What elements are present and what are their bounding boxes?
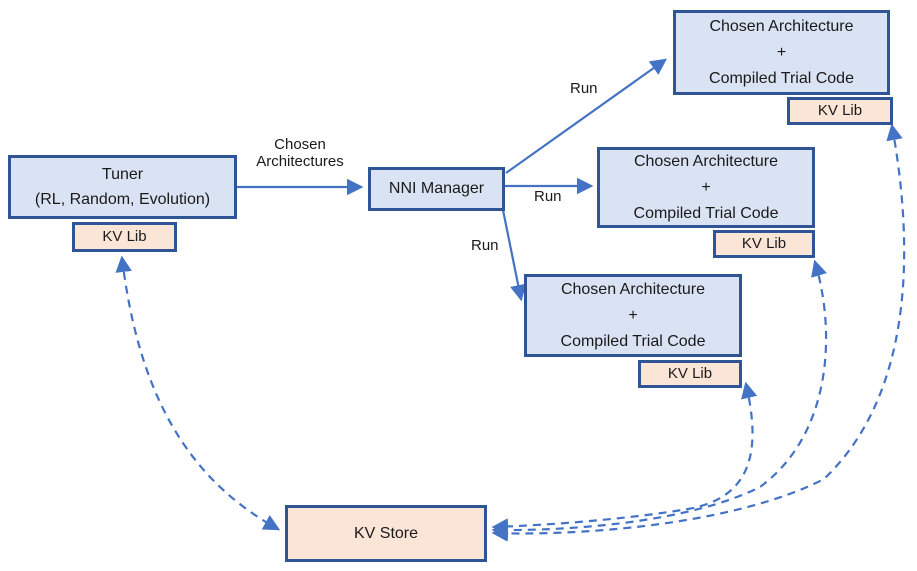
trial-line2: + — [776, 43, 787, 61]
tuner-title: Tuner — [101, 166, 144, 183]
nni-manager-box: NNI Manager — [368, 167, 505, 211]
trial-line2: + — [628, 306, 638, 324]
edge-label-run-3: Run — [471, 237, 499, 254]
tuner-box: Tuner (RL, Random, Evolution) — [8, 155, 237, 219]
kv-lib-label: KV Lib — [741, 235, 787, 252]
edge-label-chosen-architectures: Chosen Architectures — [256, 136, 344, 170]
trial-box-3: Chosen Architecture + Compiled Trial Cod… — [524, 274, 742, 357]
kv-lib-box-trial-2: KV Lib — [713, 230, 815, 258]
kv-store-box: KV Store — [285, 505, 487, 562]
edge-label-run-2: Run — [534, 188, 562, 205]
kv-lib-label: KV Lib — [817, 102, 863, 119]
trial-line3: Compiled Trial Code — [560, 332, 706, 350]
nni-manager-label: NNI Manager — [388, 180, 485, 197]
kv-lib-box-tuner: KV Lib — [72, 222, 177, 252]
trial-box-2: Chosen Architecture + Compiled Trial Cod… — [597, 147, 815, 228]
trial-line3: Compiled Trial Code — [633, 204, 779, 222]
trial-box-1: Chosen Architecture + Compiled Trial Cod… — [673, 10, 890, 95]
edge-trial3-kvlib-to-kv-store — [491, 381, 758, 535]
kv-lib-box-trial-3: KV Lib — [638, 360, 742, 388]
kv-lib-label: KV Lib — [102, 228, 147, 245]
trial-line1: Chosen Architecture — [633, 152, 779, 170]
kv-lib-box-trial-1: KV Lib — [787, 97, 893, 125]
kv-lib-label: KV Lib — [667, 365, 713, 382]
edge-tuner-kvlib-to-kv-store — [115, 255, 281, 531]
tuner-subtitle: (RL, Random, Evolution) — [34, 191, 211, 208]
trial-line1: Chosen Architecture — [709, 17, 854, 35]
trial-line1: Chosen Architecture — [560, 280, 706, 298]
trial-line2: + — [701, 178, 711, 196]
kv-store-label: KV Store — [353, 524, 419, 542]
trial-line3: Compiled Trial Code — [709, 69, 854, 87]
edge-nni-manager-to-trial-3 — [501, 209, 527, 302]
edge-label-run-1: Run — [570, 80, 598, 97]
